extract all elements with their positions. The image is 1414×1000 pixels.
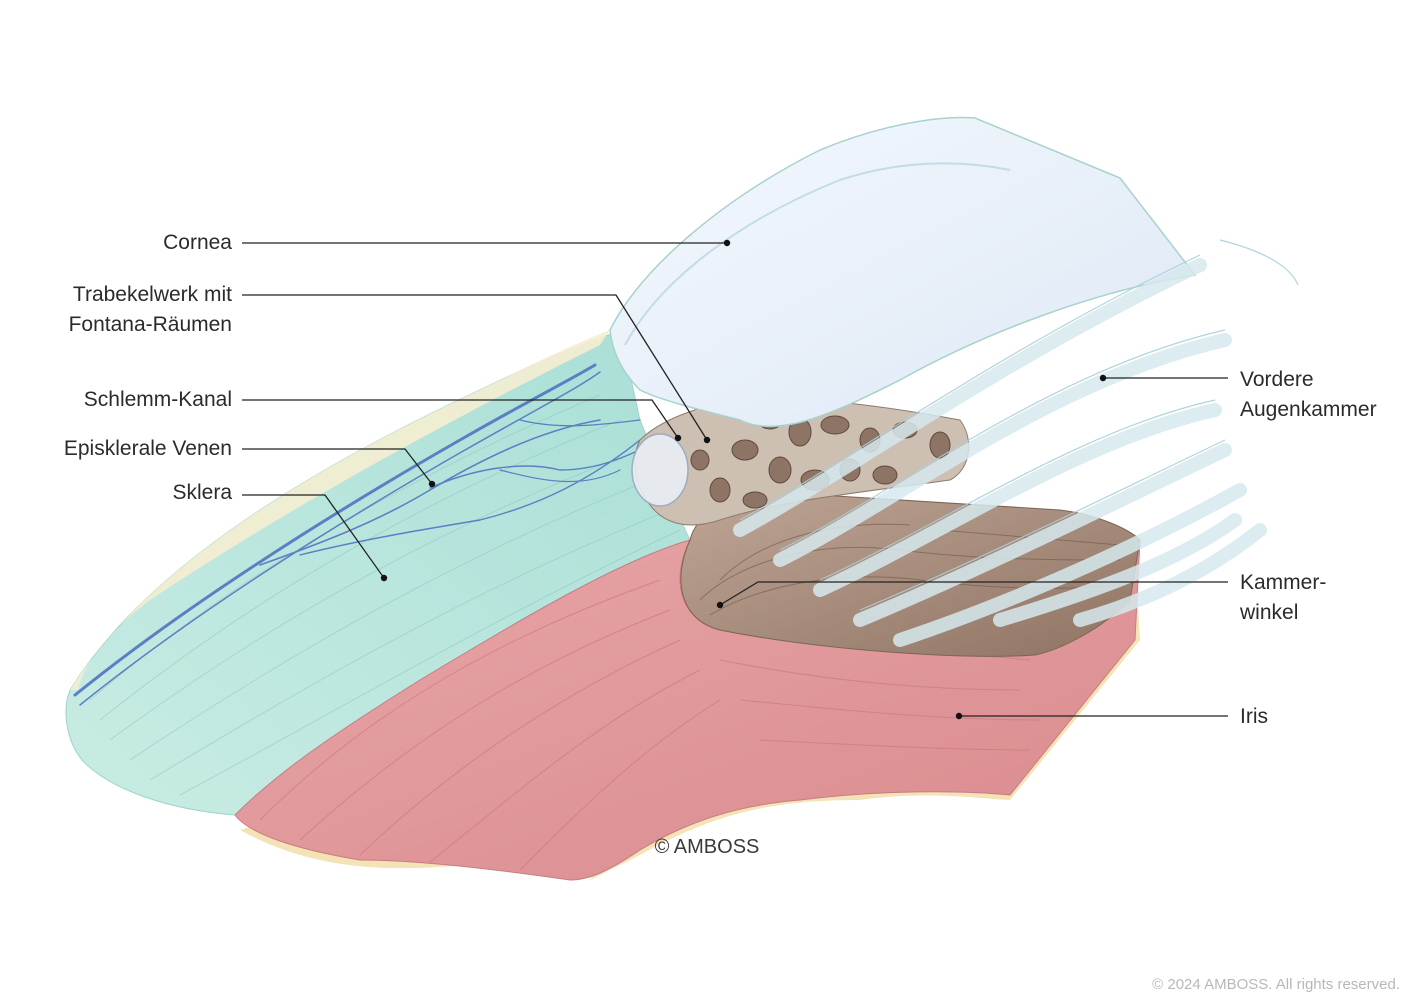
dot-vordere bbox=[1099, 374, 1107, 382]
label-trabekelwerk-line1: Trabekelwerk mit bbox=[72, 283, 232, 306]
iris bbox=[234, 538, 1141, 881]
sclera-outer-rim bbox=[70, 330, 610, 690]
dot-episklerale bbox=[428, 480, 436, 488]
label-kammer-line2: winkel bbox=[1240, 601, 1299, 624]
label-kammerwinkel: Kammer- winkel bbox=[1240, 568, 1326, 628]
cornea-inner-layer bbox=[624, 162, 1011, 346]
leader-kammerwinkel bbox=[719, 581, 1228, 606]
schlemm-canal bbox=[631, 433, 689, 507]
dot-trabekelwerk bbox=[703, 436, 711, 444]
dot-cornea bbox=[723, 239, 731, 247]
leader-lines bbox=[242, 242, 1228, 717]
dot-sklera bbox=[380, 574, 388, 582]
label-vordere-line1: Vordere bbox=[1240, 368, 1314, 391]
label-schlemm-text: Schlemm-Kanal bbox=[83, 388, 232, 411]
leader-dots bbox=[380, 239, 1107, 720]
rights-footer: © 2024 AMBOSS. All rights reserved. bbox=[1152, 976, 1400, 993]
aqueous-flow-arrows bbox=[733, 258, 1267, 647]
label-iris-text: Iris bbox=[1240, 705, 1268, 728]
label-sklera-text: Sklera bbox=[172, 481, 232, 504]
label-cornea: Cornea bbox=[60, 228, 232, 258]
leader-trabekelwerk bbox=[242, 294, 708, 441]
label-episklerale: Episklerale Venen bbox=[20, 434, 232, 464]
label-sklera: Sklera bbox=[20, 478, 232, 508]
label-episklerale-text: Episklerale Venen bbox=[63, 437, 232, 460]
label-trabekelwerk: Trabekelwerk mit Fontana-Räumen bbox=[20, 280, 232, 340]
leader-episklerale bbox=[242, 448, 433, 485]
cornea bbox=[609, 116, 1197, 428]
label-schlemm: Schlemm-Kanal bbox=[20, 385, 232, 415]
dot-schlemm bbox=[674, 434, 682, 442]
copyright-caption: © AMBOSS bbox=[654, 836, 760, 858]
label-vordere-line2: Augenkammer bbox=[1240, 398, 1377, 421]
leader-schlemm bbox=[242, 399, 679, 439]
leader-sklera bbox=[242, 494, 385, 579]
label-kammer-line1: Kammer- bbox=[1240, 571, 1327, 594]
label-cornea-text: Cornea bbox=[163, 231, 232, 254]
dot-iris bbox=[955, 712, 963, 720]
aqueous-flow-outline bbox=[739, 239, 1299, 611]
dot-kammerwinkel bbox=[716, 601, 724, 609]
label-trabekelwerk-line2: Fontana-Räumen bbox=[68, 313, 232, 336]
episcleral-veins bbox=[73, 363, 661, 706]
label-iris: Iris bbox=[1240, 702, 1268, 732]
label-vordere-augenkammer: Vordere Augenkammer bbox=[1240, 365, 1377, 425]
